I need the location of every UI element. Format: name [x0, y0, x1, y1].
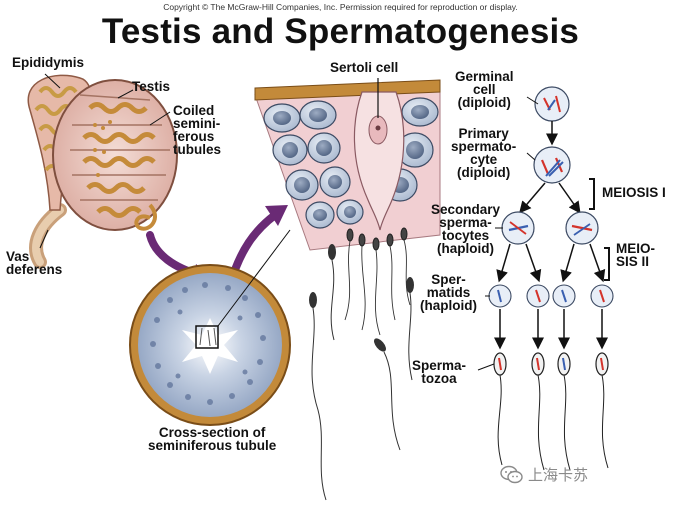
- copyright-notice: Copyright © The McGraw-Hill Companies, I…: [163, 2, 518, 12]
- testis-illustration: [27, 74, 178, 269]
- wechat-logo-icon: [500, 465, 523, 484]
- label-meiosis-1: MEIOSIS I: [602, 185, 666, 200]
- label-spermatids: Sper- matids (haploid): [420, 272, 477, 313]
- label-coiled-tubules: Coiled semini- ferous tubules: [173, 103, 222, 157]
- diagram-title: Testis and Spermatogenesis: [101, 12, 580, 51]
- label-spermatozoa: Sperma- tozoa: [412, 358, 467, 386]
- label-meiosis-2: MEIO- SIS II: [616, 241, 655, 269]
- label-vas-deferens: Vas deferens: [6, 249, 63, 277]
- watermark-text: 上海卡苏: [528, 466, 589, 484]
- label-primary-spermatocyte: Primary spermato- cyte (diploid): [451, 126, 517, 180]
- spermatogenesis-cascade: [488, 86, 614, 471]
- tubule-wall-enlarged: [254, 78, 441, 501]
- label-testis: Testis: [132, 79, 171, 94]
- label-epididymis: Epididymis: [12, 55, 85, 70]
- bracket-meiosis-1: [589, 178, 595, 210]
- bracket-meiosis-2: [604, 247, 610, 281]
- label-secondary-spermatocytes: Secondary sperma- tocytes (haploid): [431, 202, 501, 256]
- label-germinal-cell: Germinal cell (diploid): [455, 69, 514, 110]
- label-sertoli-cell: Sertoli cell: [330, 60, 399, 75]
- label-cross-section: Cross-section of seminiferous tubule: [148, 425, 277, 453]
- cross-section-tubule: [129, 229, 291, 426]
